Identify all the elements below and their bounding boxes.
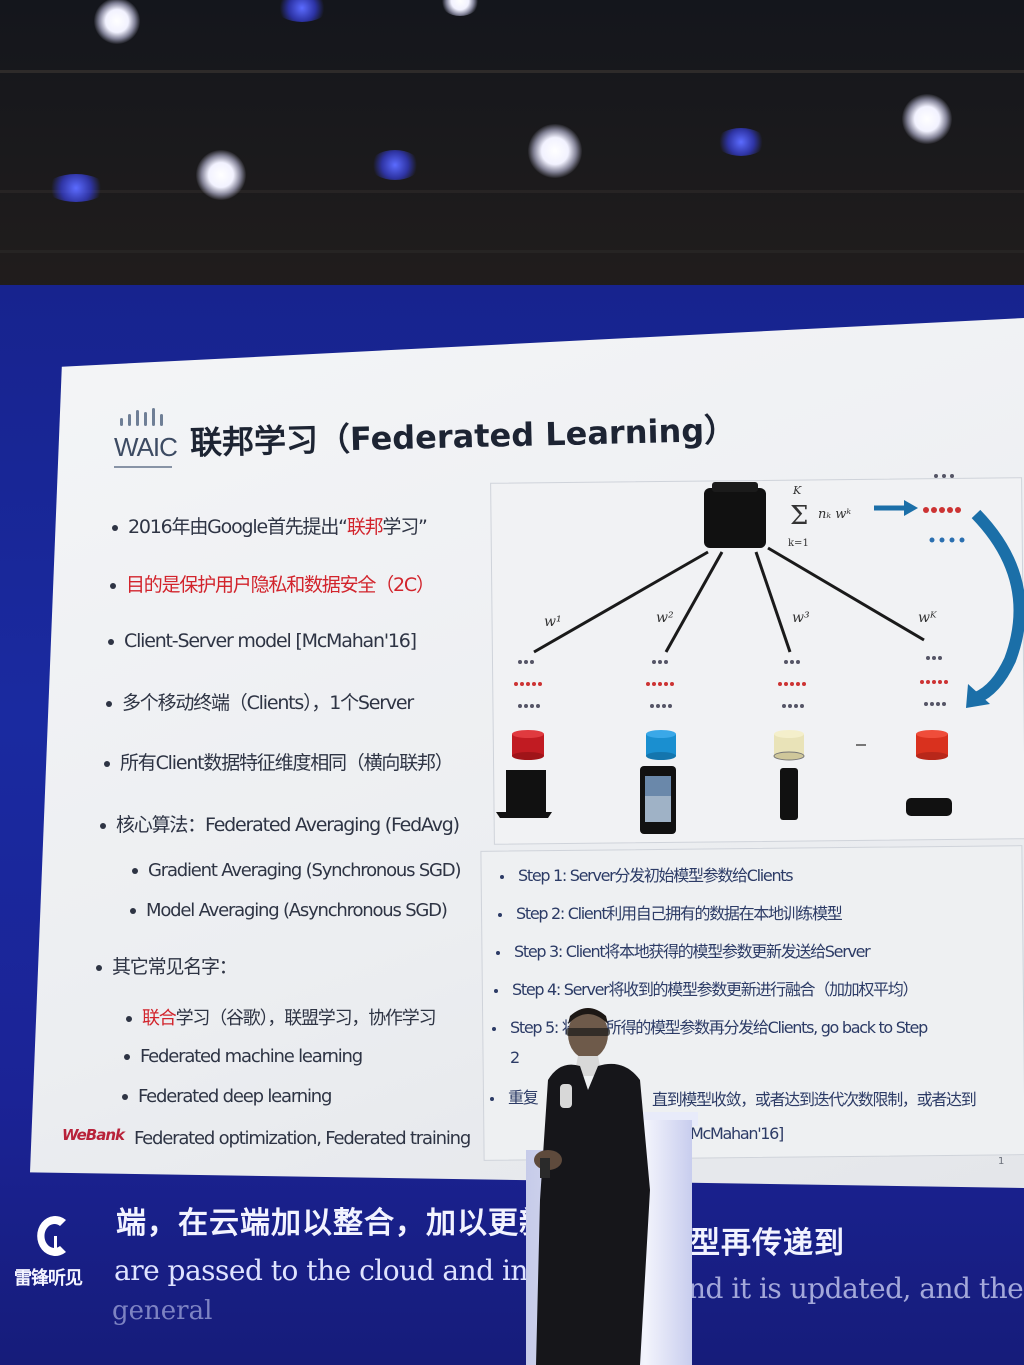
weight-label: w²	[656, 610, 674, 626]
step-item: Step 1: Server分发初始模型参数给Clients	[500, 862, 794, 886]
bullet-item: 其它常见名字：	[96, 952, 238, 979]
connection-line	[754, 551, 792, 653]
formula-sum-bottom: k=1	[788, 538, 809, 549]
step-item: 重复	[490, 1084, 539, 1108]
server-icon	[704, 482, 766, 548]
neural-net-icon	[514, 660, 542, 708]
caption-english-right: nd it is updated, and the	[688, 1272, 1024, 1305]
bullet-item: 目的是保护用户隐私和数据安全（2C）	[110, 570, 435, 597]
waic-logo-underline	[114, 466, 172, 468]
brand-name: 雷锋听见	[14, 1268, 83, 1289]
waic-logo-text: WAIC	[114, 432, 178, 462]
database-icon	[916, 730, 948, 760]
curved-arrow-icon	[966, 684, 990, 708]
neural-net-icon	[646, 660, 674, 708]
caption-chinese-right: 型再传递到	[690, 1226, 845, 1261]
step-item-continued: 2	[510, 1048, 520, 1067]
spot-light	[528, 124, 582, 178]
caption-english-line2: general	[112, 1296, 213, 1326]
arrow-right-icon	[904, 500, 918, 516]
bullet-item: Client-Server model [McMahan'16]	[108, 630, 417, 652]
phone-icon	[640, 766, 676, 834]
bullet-item: 核心算法：Federated Averaging (FedAvg)	[100, 810, 460, 837]
step-item: Step 4: Server将收到的模型参数更新进行融合（加加权平均）	[494, 976, 918, 1000]
spot-light	[196, 150, 246, 200]
curved-arrow-icon	[971, 509, 1024, 704]
neural-net-icon	[778, 660, 806, 708]
sub-bullet-item: Model Averaging (Asynchronous SGD)	[130, 900, 448, 921]
ear-logo-icon	[37, 1216, 66, 1256]
ceiling-truss	[0, 250, 1024, 253]
formula-text: nₖ wᵏ	[818, 507, 851, 522]
ceiling-truss	[0, 190, 1024, 193]
blue-stage-light	[716, 128, 766, 156]
blue-stage-light	[370, 150, 420, 180]
step-item-continued: McMahan'16]	[690, 1124, 784, 1143]
sub-bullet-item: Federated optimization, Federated traini…	[134, 1128, 471, 1149]
database-icon	[512, 730, 544, 760]
weight-label: wᴷ	[918, 610, 938, 626]
global-model-icon	[923, 474, 965, 543]
spot-light	[440, 0, 480, 16]
bullet-item: 2016年由Google首先提出“联邦学习”	[112, 512, 428, 539]
bullet-item: 所有Client数据特征维度相同（横向联邦）	[104, 748, 454, 775]
step-item: Step 5: 将融合所得的模型参数再分发给Clients, go back t…	[492, 1014, 928, 1038]
bullet-item: 多个移动终端（Clients），1个Server	[106, 688, 414, 715]
ceiling-background	[0, 0, 1024, 300]
sub-bullet-item: Gradient Averaging (Synchronous SGD)	[132, 860, 461, 881]
connection-line	[767, 546, 925, 642]
database-icon	[773, 730, 805, 761]
formula-sum-top: K	[792, 484, 802, 497]
formula-sigma: Σ	[790, 501, 808, 531]
connection-line	[664, 551, 724, 653]
webank-logo: WeBank	[62, 1126, 125, 1144]
spot-light	[902, 94, 952, 144]
sub-bullet-item: 联合学习（谷歌），联盟学习，协作学习	[126, 1004, 437, 1030]
tablet-icon	[906, 798, 952, 816]
connection-line	[533, 550, 709, 654]
phone-icon	[780, 768, 798, 820]
step-item: Step 3: Client将本地获得的模型参数更新发送给Server	[496, 938, 871, 962]
sub-bullet-item: Federated machine learning	[124, 1046, 363, 1067]
blue-stage-light	[46, 174, 106, 202]
spot-light	[94, 0, 140, 44]
step-item-continued: 直到模型收敛，或者达到迭代次数限制，或者达到	[652, 1090, 977, 1109]
laptop-icon	[496, 770, 552, 818]
weight-label: w¹	[544, 614, 562, 630]
blue-stage-light	[276, 0, 328, 22]
weight-label: w³	[792, 610, 810, 626]
speaker-person	[534, 1008, 650, 1365]
slide-page-number: 1	[998, 1156, 1005, 1167]
neural-net-icon	[920, 656, 948, 706]
step-item: Step 2: Client利用自己拥有的数据在本地训练模型	[498, 900, 843, 924]
database-icon	[646, 730, 676, 760]
ceiling-truss	[0, 70, 1024, 73]
sub-bullet-item: Federated deep learning	[122, 1086, 332, 1107]
